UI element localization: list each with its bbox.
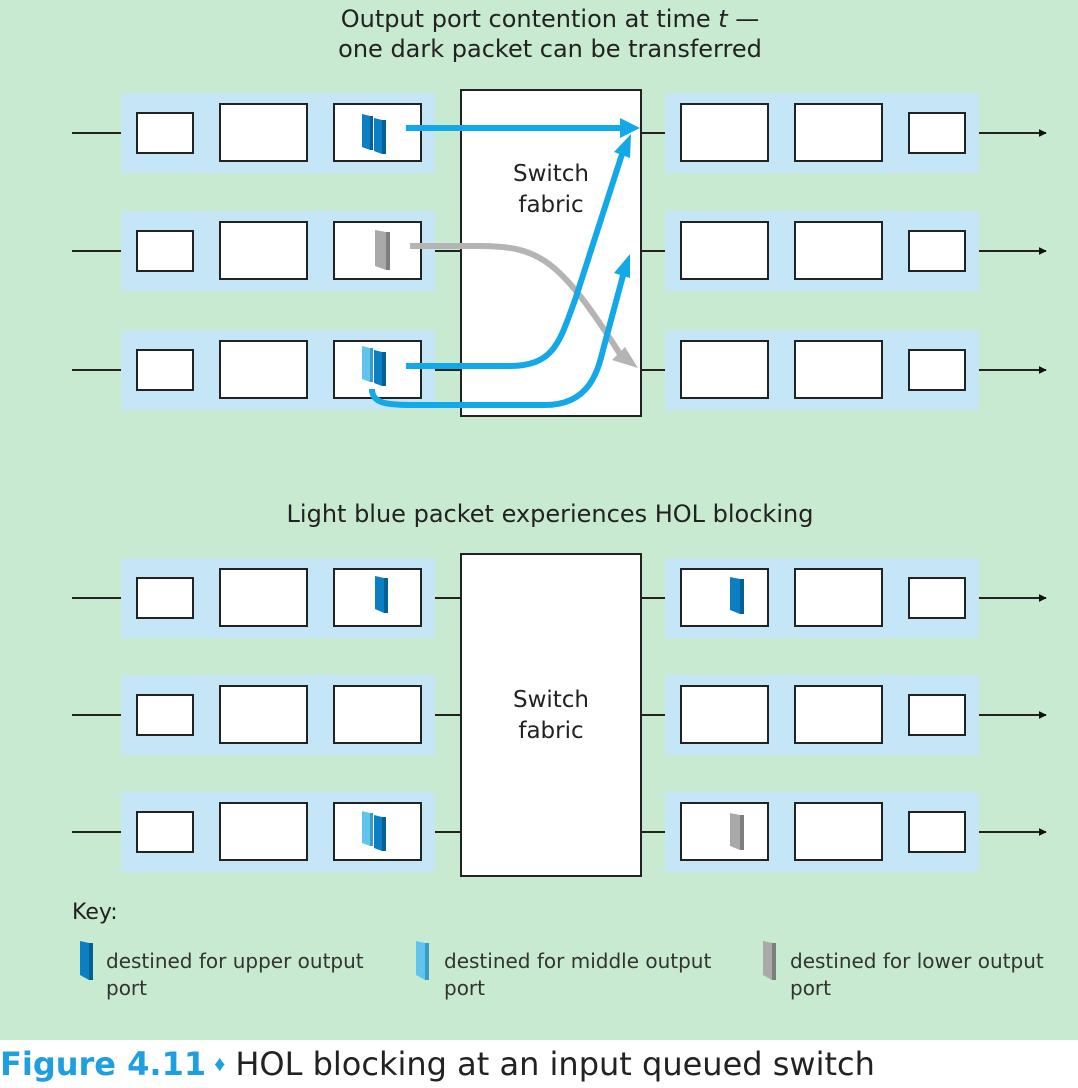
input-port-2 xyxy=(121,211,435,291)
top-fabric-label-line1: Switch xyxy=(512,161,590,187)
output-port-1 xyxy=(665,93,979,173)
top-fabric-label: Switch fabric xyxy=(461,159,641,221)
figure-caption: Figure 4.11 ♦ HOL blocking at an input que… xyxy=(0,1044,875,1088)
bottom-input-port-3 xyxy=(121,792,435,872)
key-title: Key: xyxy=(72,900,118,925)
caption-text: HOL blocking at an input queued switch xyxy=(235,1045,875,1083)
bottom-fabric-label: Switch fabric xyxy=(461,685,641,747)
packet-gray-bottom-output3 xyxy=(730,813,744,850)
transfer-arrows xyxy=(369,118,640,408)
bottom-output-port-2 xyxy=(665,675,979,755)
switch-diagram xyxy=(72,89,1047,980)
bottom-packets xyxy=(362,576,744,851)
key-label-upper: destined for upper output port xyxy=(106,949,364,1000)
top-title-line1: Output port contention at time t — xyxy=(340,5,760,33)
packet-dark-top-input3 xyxy=(374,350,386,386)
input-port-1 xyxy=(121,93,435,173)
packet-dark-top-input1-a xyxy=(362,114,373,150)
key-label-middle: destined for middle output port xyxy=(444,949,712,1000)
top-title-line2: one dark packet can be transferred xyxy=(338,35,762,63)
top-packets xyxy=(362,114,390,386)
key-icon-light xyxy=(416,941,429,980)
top-title: Output port contention at time t — one d… xyxy=(0,4,1078,64)
bottom-fabric-label-line1: Switch xyxy=(512,687,590,713)
output-port-3 xyxy=(665,330,979,410)
packet-gray-top-input2 xyxy=(375,230,390,270)
packet-dark-bottom-input3 xyxy=(374,815,386,851)
packet-light-top-input3 xyxy=(362,346,373,382)
key-icon-gray xyxy=(763,941,776,980)
packet-light-bottom-input3 xyxy=(362,811,373,846)
bottom-output-port-3 xyxy=(665,792,979,872)
output-port-2 xyxy=(665,211,979,291)
top-fabric-label-line2: fabric xyxy=(518,192,584,218)
key-label-lower: destined for lower output port xyxy=(790,949,1044,1000)
switch-fabric-bottom xyxy=(460,553,642,877)
input-port-3 xyxy=(121,330,435,410)
packet-dark-top-input1-b xyxy=(374,118,386,154)
caption-separator: ♦ xyxy=(214,1051,226,1076)
bottom-title: Light blue packet experiences HOL blocki… xyxy=(286,500,814,528)
packet-dark-bottom-output1 xyxy=(730,577,744,614)
packet-dark-bottom-input1 xyxy=(375,576,388,613)
bottom-fabric-label-line2: fabric xyxy=(518,718,584,744)
key-icon-dark xyxy=(80,941,93,980)
bottom-output-port-1 xyxy=(665,558,979,638)
switch-fabric-top xyxy=(460,89,642,417)
caption-label: Figure 4.11 xyxy=(0,1045,207,1083)
bottom-input-port-2 xyxy=(121,675,435,755)
